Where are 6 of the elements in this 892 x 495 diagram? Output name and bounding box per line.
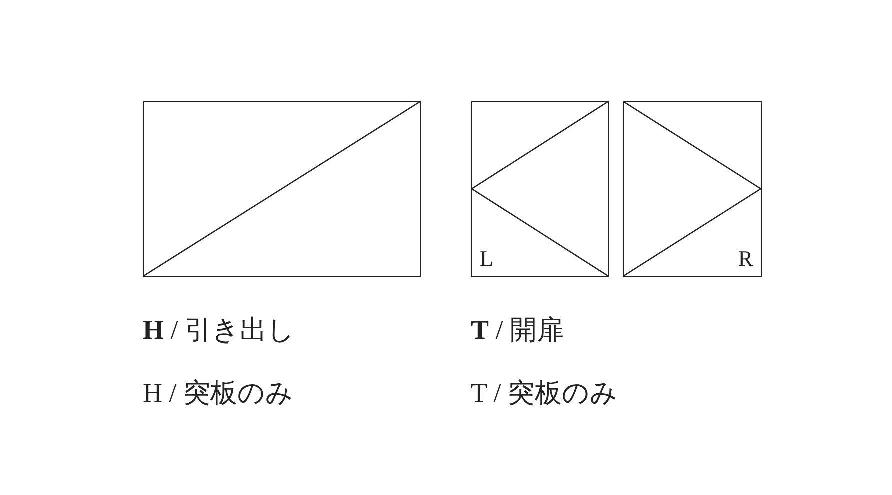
symbol-caption: H / 引き出し (143, 314, 296, 346)
symbol-caption: T / 突板のみ (471, 377, 618, 410)
hinge-side-label: L (480, 248, 494, 270)
symbol-caption: H / 突板のみ (143, 377, 294, 410)
hinge-side-label: R (738, 248, 753, 270)
symbol-caption: T / 開扉 (471, 314, 564, 346)
